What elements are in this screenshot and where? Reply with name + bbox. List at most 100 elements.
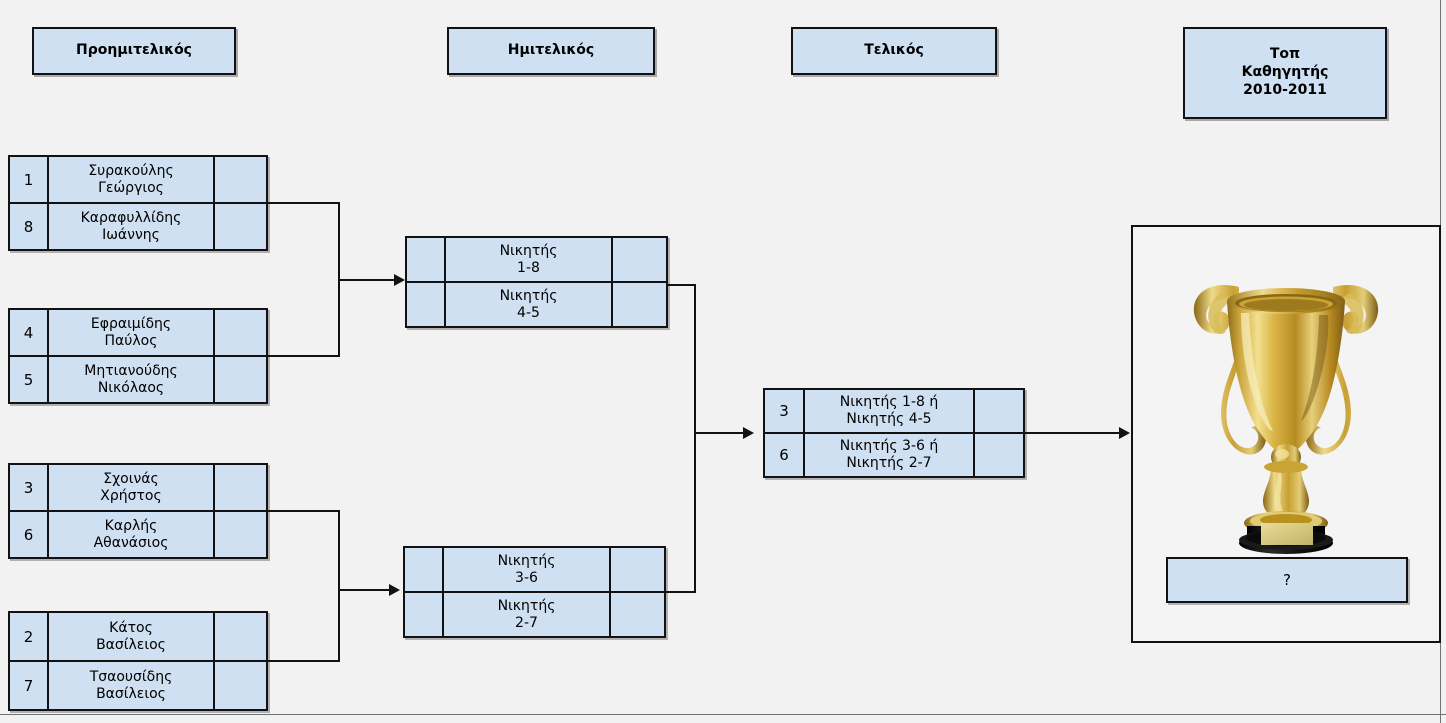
player-name-line: Συρακούλης: [88, 162, 174, 179]
seed-cell: 1: [10, 157, 49, 202]
connector-sf2-in: [338, 589, 393, 591]
match-row[interactable]: Νικητής 1-8: [407, 238, 666, 281]
champion-panel: ?: [1131, 225, 1441, 643]
match-final[interactable]: 3 Νικητής 1-8 ή Νικητής 4-5 6 Νικητής 3-…: [763, 388, 1025, 478]
match-qf-2[interactable]: 4 Εφραιμίδης Παύλος 5 Μητιανούδης Νικόλα…: [8, 308, 268, 404]
score-cell[interactable]: [613, 238, 666, 281]
match-row[interactable]: 4 Εφραιμίδης Παύλος: [10, 310, 266, 355]
player-name-cell: Νικητής 2-7: [444, 593, 611, 636]
player-name-line: Αθανάσιος: [93, 534, 169, 551]
player-name-line: Νικόλαος: [97, 379, 165, 396]
match-row[interactable]: 5 Μητιανούδης Νικόλαος: [10, 355, 266, 402]
player-name-line: Παύλος: [104, 332, 158, 349]
match-row[interactable]: 7 Τσαουσίδης Βασίλειος: [10, 660, 266, 709]
connector-final-spine: [694, 284, 696, 593]
match-row[interactable]: Νικητής 3-6: [405, 548, 664, 591]
score-cell[interactable]: [215, 613, 266, 660]
seed-cell: 3: [765, 390, 805, 432]
player-name-line: Νικητής 4-5: [846, 411, 932, 427]
header-semifinals-line-0: Ημιτελικός: [507, 42, 595, 59]
seed-cell: 6: [765, 434, 805, 476]
match-row[interactable]: Νικητής 4-5: [407, 281, 666, 326]
arrow-head-final: [743, 427, 754, 439]
match-row[interactable]: 3 Σχοινάς Χρήστος: [10, 465, 266, 510]
player-name-line: 4-5: [517, 304, 540, 321]
score-cell[interactable]: [611, 548, 664, 591]
score-cell[interactable]: [215, 465, 266, 510]
trophy-icon: [1133, 235, 1439, 559]
score-cell[interactable]: [611, 593, 664, 636]
connector-sf2-out: [666, 591, 696, 593]
seed-cell: 2: [10, 613, 49, 660]
player-name-line: Εφραιμίδης: [90, 315, 172, 332]
match-qf-3[interactable]: 3 Σχοινάς Χρήστος 6 Καρλής Αθανάσιος: [8, 463, 268, 559]
player-name-line: Νικητής: [499, 287, 558, 304]
header-champion: Τοπ Καθηγητής 2010-2011: [1183, 27, 1387, 119]
player-name-cell: Συρακούλης Γεώργιος: [49, 157, 215, 202]
connector-sf1-in: [338, 279, 398, 281]
match-qf-1[interactable]: 1 Συρακούλης Γεώργιος 8 Καραφυλλίδης Ιωά…: [8, 155, 268, 251]
player-name-line: Καραφυλλίδης: [80, 209, 182, 226]
score-cell[interactable]: [215, 310, 266, 355]
champion-winner-label: ?: [1283, 571, 1291, 589]
match-sf-1[interactable]: Νικητής 1-8 Νικητής 4-5: [405, 236, 668, 328]
score-cell[interactable]: [215, 204, 266, 249]
score-cell[interactable]: [215, 512, 266, 557]
player-name-line: Νικητής 1-8 ή: [839, 394, 939, 411]
player-name-cell: Κάτος Βασίλειος: [49, 613, 215, 660]
connector-sf2-spine: [338, 510, 340, 662]
player-name-cell: Νικητής 1-8: [446, 238, 613, 281]
match-row[interactable]: 3 Νικητής 1-8 ή Νικητής 4-5: [765, 390, 1023, 432]
seed-cell: 6: [10, 512, 49, 557]
player-name-cell: Νικητής 1-8 ή Νικητής 4-5: [805, 390, 975, 432]
player-name-line: Νικητής: [497, 597, 556, 614]
seed-cell: 5: [10, 357, 49, 402]
header-champion-line-0: Τοπ: [1269, 46, 1301, 63]
connector-sf1-out: [668, 284, 696, 286]
score-cell[interactable]: [215, 157, 266, 202]
match-qf-4[interactable]: 2 Κάτος Βασίλειος 7 Τσαουσίδης Βασίλειος: [8, 611, 268, 711]
score-cell[interactable]: [215, 357, 266, 402]
header-quarterfinals: Προημιτελικός: [32, 27, 236, 75]
player-name-line: Κάτος: [109, 619, 153, 636]
score-cell[interactable]: [215, 662, 266, 709]
player-name-cell: Μητιανούδης Νικόλαος: [49, 357, 215, 402]
score-cell[interactable]: [613, 283, 666, 326]
match-sf-2[interactable]: Νικητής 3-6 Νικητής 2-7: [403, 546, 666, 638]
match-row[interactable]: Νικητής 2-7: [405, 591, 664, 636]
match-row[interactable]: 1 Συρακούλης Γεώργιος: [10, 157, 266, 202]
player-name-line: Χρήστος: [100, 487, 162, 504]
score-cell[interactable]: [975, 434, 1023, 476]
arrow-head-sf2: [389, 584, 400, 596]
player-name-line: Καρλής: [104, 517, 158, 534]
header-semifinals: Ημιτελικός: [447, 27, 655, 75]
seed-cell: 8: [10, 204, 49, 249]
match-row[interactable]: 6 Νικητής 3-6 ή Νικητής 2-7: [765, 432, 1023, 476]
player-name-cell: Σχοινάς Χρήστος: [49, 465, 215, 510]
player-name-cell: Καρλής Αθανάσιος: [49, 512, 215, 557]
player-name-cell: Νικητής 3-6 ή Νικητής 2-7: [805, 434, 975, 476]
header-final: Τελικός: [791, 27, 997, 75]
match-row[interactable]: 6 Καρλής Αθανάσιος: [10, 510, 266, 557]
seed-cell: 7: [10, 662, 49, 709]
connector-final-in: [694, 432, 747, 434]
score-cell[interactable]: [975, 390, 1023, 432]
player-name-line: 3-6: [515, 569, 538, 586]
player-name-line: Βασίλειος: [96, 636, 166, 653]
header-champion-line-1: Καθηγητής: [1241, 64, 1329, 81]
match-row[interactable]: 8 Καραφυλλίδης Ιωάννης: [10, 202, 266, 249]
player-name-line: Σχοινάς: [103, 470, 159, 487]
player-name-cell: Εφραιμίδης Παύλος: [49, 310, 215, 355]
seed-cell: [405, 593, 444, 636]
player-name-cell: Καραφυλλίδης Ιωάννης: [49, 204, 215, 249]
champion-winner-box[interactable]: ?: [1166, 557, 1408, 603]
connector-champion-in: [1025, 432, 1121, 434]
player-name-line: Γεώργιος: [98, 179, 164, 196]
match-row[interactable]: 2 Κάτος Βασίλειος: [10, 613, 266, 660]
player-name-line: Νικητής 3-6 ή: [839, 438, 939, 455]
player-name-line: Ιωάννης: [102, 226, 160, 243]
player-name-line: 2-7: [515, 614, 538, 631]
player-name-cell: Νικητής 3-6: [444, 548, 611, 591]
seed-cell: 3: [10, 465, 49, 510]
